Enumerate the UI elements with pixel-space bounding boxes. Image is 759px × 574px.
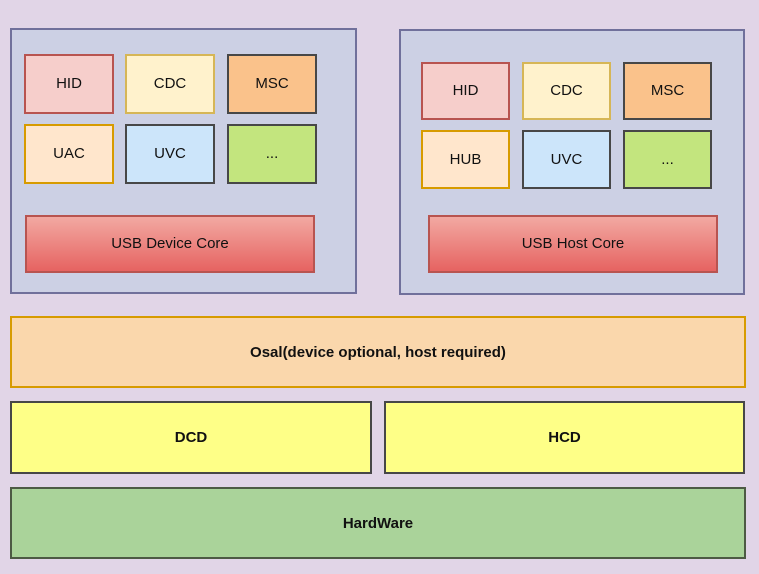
host-class-msc: MSC bbox=[623, 62, 712, 120]
device-panel: HID CDC MSC UAC UVC ... USB Device Core bbox=[10, 28, 357, 294]
host-panel: HID CDC MSC HUB UVC ... USB Host Core bbox=[399, 29, 745, 295]
device-class-more: ... bbox=[227, 124, 317, 184]
device-class-cdc: CDC bbox=[125, 54, 215, 114]
hcd-box: HCD bbox=[384, 401, 745, 474]
usb-host-core-box: USB Host Core bbox=[428, 215, 718, 273]
host-class-more: ... bbox=[623, 130, 712, 189]
osal-layer-box: Osal(device optional, host required) bbox=[10, 316, 746, 388]
host-class-hid: HID bbox=[421, 62, 510, 120]
hardware-box: HardWare bbox=[10, 487, 746, 559]
dcd-box: DCD bbox=[10, 401, 372, 474]
device-class-uac: UAC bbox=[24, 124, 114, 184]
host-class-hub: HUB bbox=[421, 130, 510, 189]
host-class-cdc: CDC bbox=[522, 62, 611, 120]
device-class-msc: MSC bbox=[227, 54, 317, 114]
usb-device-core-box: USB Device Core bbox=[25, 215, 315, 273]
device-class-hid: HID bbox=[24, 54, 114, 114]
host-class-uvc: UVC bbox=[522, 130, 611, 189]
device-class-uvc: UVC bbox=[125, 124, 215, 184]
